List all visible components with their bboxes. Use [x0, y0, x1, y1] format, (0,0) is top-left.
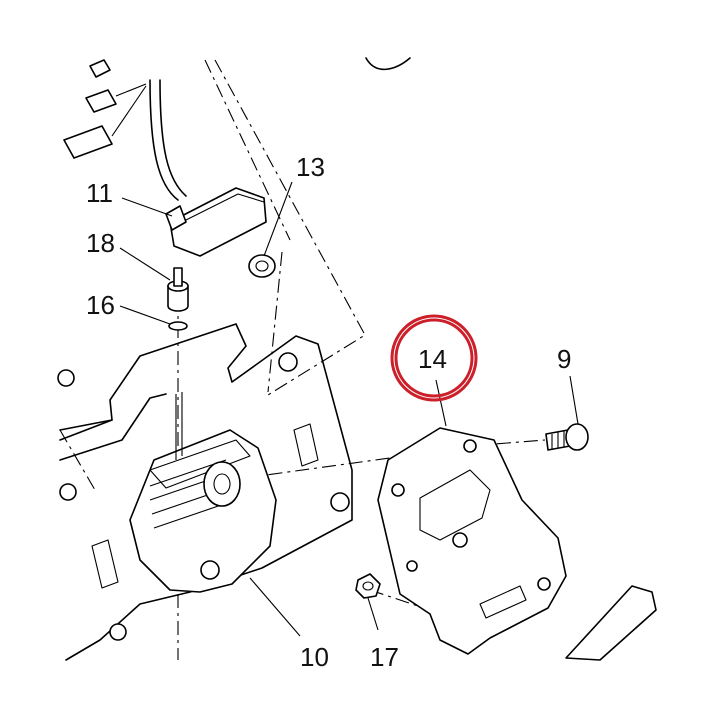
callout-10: 10	[300, 642, 329, 672]
callout-14: 14	[418, 344, 447, 374]
wire-harness	[63, 59, 187, 201]
leader-lines	[119, 181, 579, 637]
callout-9: 9	[557, 344, 571, 374]
highlight-circle	[390, 314, 478, 402]
callout-17: 17	[370, 642, 399, 672]
spacer-part-18	[167, 267, 189, 312]
left-bracket	[57, 323, 353, 661]
screw-part-9	[545, 423, 589, 451]
nut-part-17	[355, 573, 381, 599]
washer-part-16	[168, 321, 188, 331]
highlight-circle-inner	[394, 318, 474, 398]
sensor-block-part-11	[165, 187, 267, 257]
clamp-part-10	[129, 392, 277, 593]
mounting-plate-part-14	[377, 427, 567, 655]
nut-part-13	[248, 254, 276, 278]
lower-right-pad	[565, 585, 657, 661]
callout-18: 18	[86, 228, 115, 258]
callout-13: 13	[296, 152, 325, 182]
callout-16: 16	[86, 290, 115, 320]
callout-11: 11	[86, 178, 113, 208]
top-right-fragment	[365, 57, 411, 71]
